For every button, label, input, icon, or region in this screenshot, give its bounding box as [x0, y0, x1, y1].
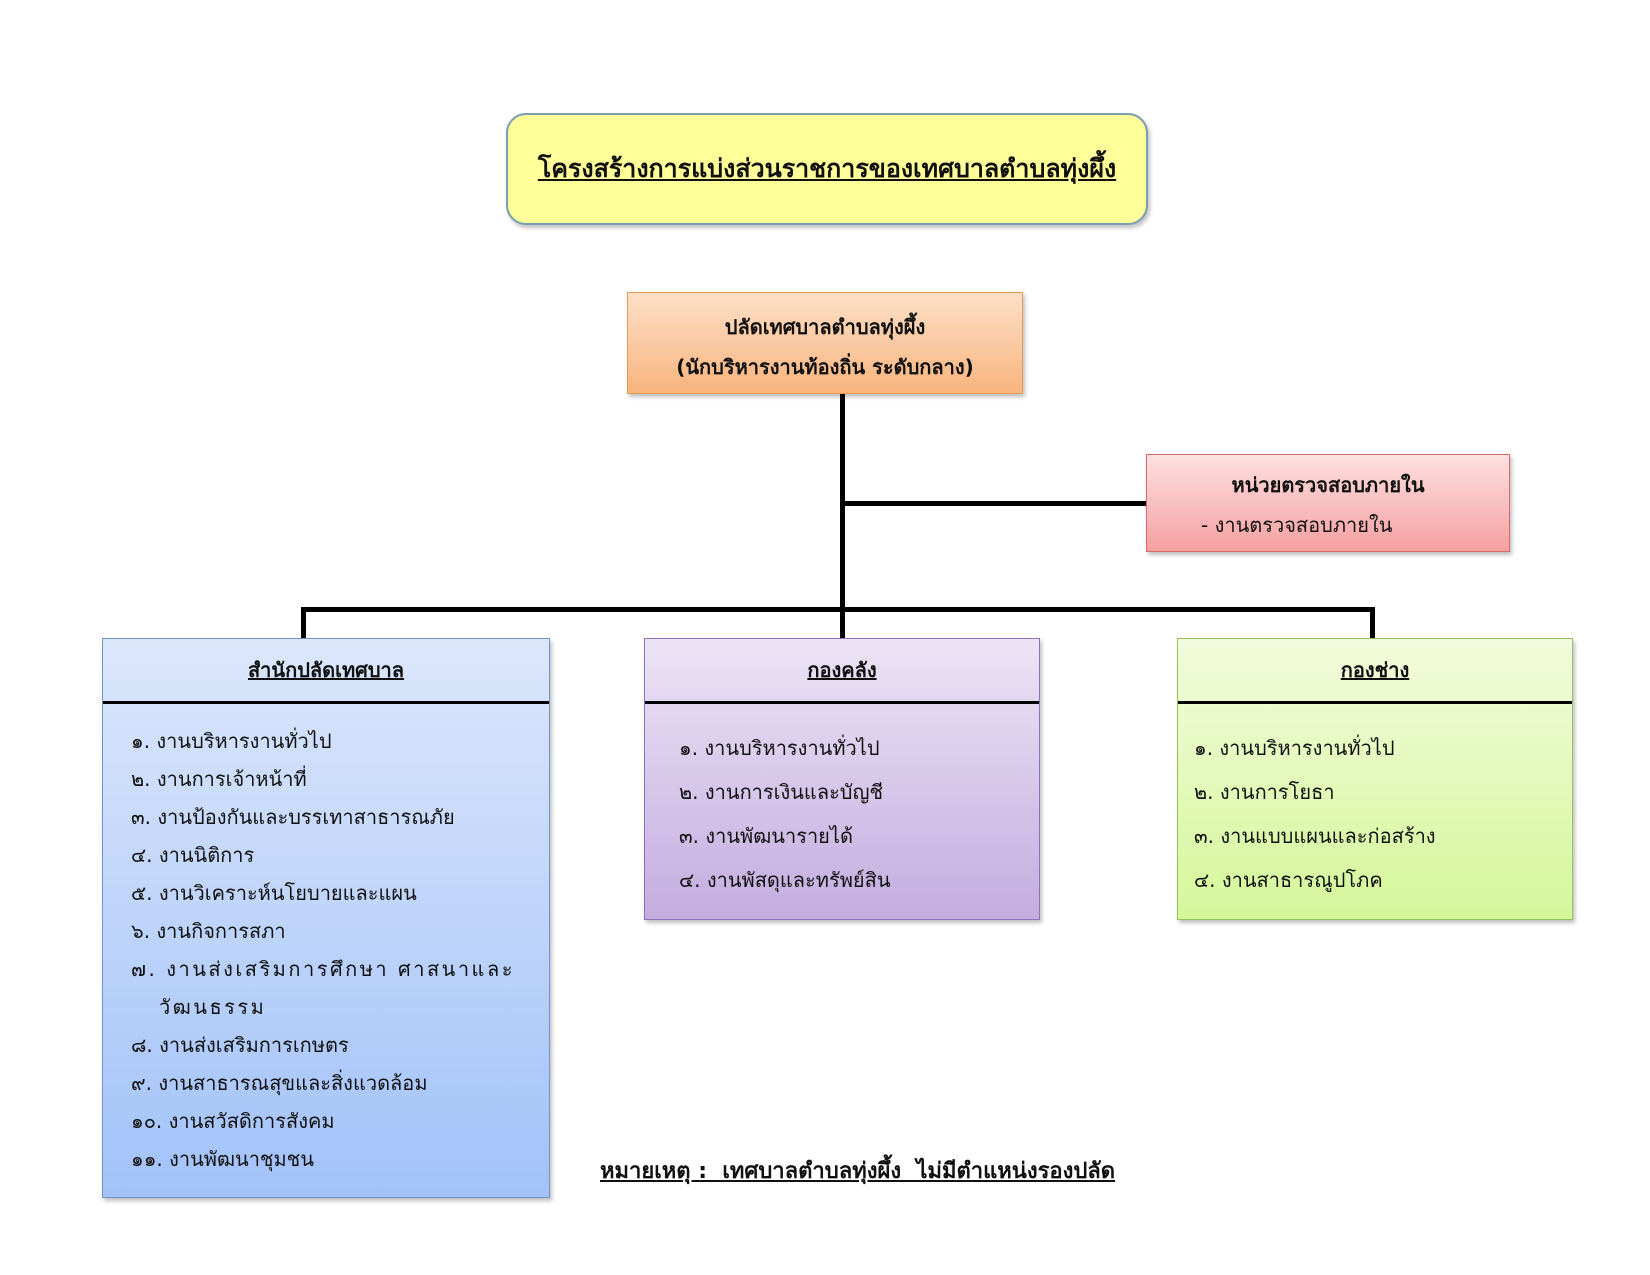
- connector-finance: [840, 607, 845, 638]
- list-item: ๗. งานส่งเสริมการศึกษา ศาสนาและวัฒนธรรม: [131, 957, 515, 1019]
- division-task-list: ๑. งานบริหารงานทั่วไป ๒. งานการโยธา ๓. ง…: [1178, 704, 1572, 902]
- list-item: ๔. งานสาธารณูปโภค: [1194, 868, 1383, 892]
- list-item: ๒. งานการเจ้าหน้าที่: [131, 767, 307, 791]
- list-item: ๒. งานการโยธา: [1194, 780, 1335, 804]
- connector-horizontal-bus: [301, 607, 1375, 612]
- division-title: สำนักปลัดเทศบาล: [103, 639, 549, 704]
- list-item: ๓. งานแบบแผนและก่อสร้าง: [1194, 824, 1436, 848]
- division-task-list: ๑. งานบริหารงานทั่วไป ๒. งานการเงินและบั…: [645, 704, 1039, 902]
- list-item: ๓. งานป้องกันและบรรเทาสาธารณภัย: [131, 805, 455, 829]
- audit-item: - งานตรวจสอบภายใน: [1201, 513, 1393, 537]
- list-item: ๙. งานสาธารณสุขและสิ่งแวดล้อม: [131, 1071, 428, 1095]
- division-title: กองคลัง: [645, 639, 1039, 704]
- list-item: ๖. งานกิจการสภา: [131, 919, 286, 943]
- division-title: กองช่าง: [1178, 639, 1572, 704]
- division-finance-box: กองคลัง ๑. งานบริหารงานทั่วไป ๒. งานการเ…: [644, 638, 1040, 920]
- internal-audit-box: หน่วยตรวจสอบภายใน - งานตรวจสอบภายใน: [1146, 454, 1510, 552]
- list-item: ๕. งานวิเคราะห์นโยบายและแผน: [131, 881, 417, 905]
- division-office-box: สำนักปลัดเทศบาล ๑. งานบริหารงานทั่วไป ๒.…: [102, 638, 550, 1198]
- list-item: ๑. งานบริหารงานทั่วไป: [679, 736, 880, 760]
- list-item: ๒. งานการเงินและบัญชี: [679, 780, 884, 804]
- list-item: ๘. งานส่งเสริมการเกษตร: [131, 1033, 349, 1057]
- footnote: หมายเหตุ : เทศบาลตำบลทุ่งผึ้ง ไม่มีตำแหน…: [600, 1159, 1116, 1184]
- chief-level: (นักบริหารงานท้องถิ่น ระดับกลาง): [676, 355, 974, 379]
- chief-box: ปลัดเทศบาลตำบลทุ่งผึ้ง (นักบริหารงานท้อง…: [627, 292, 1023, 394]
- division-task-list: ๑. งานบริหารงานทั่วไป ๒. งานการเจ้าหน้าท…: [103, 704, 549, 1178]
- list-item: ๔. งานพัสดุและทรัพย์สิน: [679, 868, 891, 892]
- list-item: ๓. งานพัฒนารายได้: [679, 824, 853, 848]
- chief-title: ปลัดเทศบาลตำบลทุ่งผึ้ง: [724, 315, 926, 339]
- list-item: ๔. งานนิติการ: [131, 843, 255, 867]
- connector-engineering: [1370, 607, 1375, 638]
- chart-title: โครงสร้างการแบ่งส่วนราชการของเทศบาลตำบลท…: [537, 154, 1117, 183]
- list-item: ๑๑. งานพัฒนาชุมชน: [131, 1147, 314, 1171]
- title-banner: โครงสร้างการแบ่งส่วนราชการของเทศบาลตำบลท…: [506, 113, 1148, 225]
- list-item: ๑. งานบริหารงานทั่วไป: [131, 729, 332, 753]
- list-item: ๑. งานบริหารงานทั่วไป: [1194, 736, 1395, 760]
- connector-office: [301, 607, 306, 638]
- connector-audit: [840, 501, 1146, 506]
- list-item: ๑๐. งานสวัสดิการสังคม: [131, 1109, 335, 1133]
- audit-title: หน่วยตรวจสอบภายใน: [1231, 473, 1425, 497]
- division-engineering-box: กองช่าง ๑. งานบริหารงานทั่วไป ๒. งานการโ…: [1177, 638, 1573, 920]
